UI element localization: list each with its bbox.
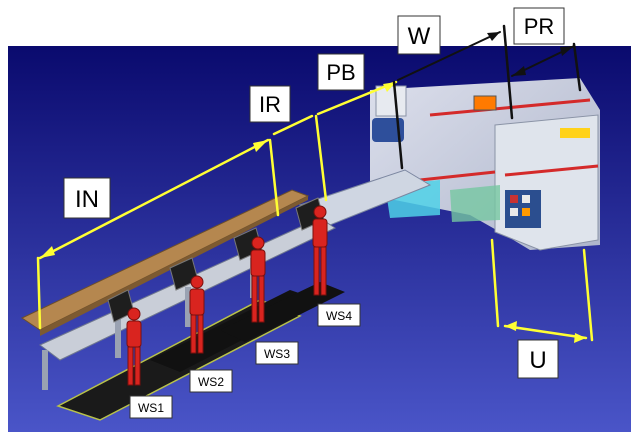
crash-test-dummy-icon bbox=[250, 236, 266, 323]
label-in-text: IN bbox=[75, 186, 99, 213]
label-ws4-text: WS4 bbox=[326, 309, 352, 323]
label-ws3: WS3 bbox=[255, 341, 299, 365]
label-in: IN bbox=[63, 177, 111, 219]
label-ws3-text: WS3 bbox=[264, 347, 290, 361]
label-ws2-text: WS2 bbox=[198, 375, 224, 389]
label-pr: PR bbox=[513, 7, 565, 45]
crash-test-dummy-icon bbox=[312, 205, 328, 296]
crash-test-dummy-icon bbox=[126, 307, 142, 386]
label-pr-text: PR bbox=[524, 14, 555, 39]
dimension-lines bbox=[36, 24, 594, 343]
label-pb-text: PB bbox=[326, 60, 355, 85]
label-ir-text: IR bbox=[259, 92, 281, 117]
label-w: W bbox=[397, 15, 441, 55]
label-u: U bbox=[517, 339, 559, 379]
label-u-text: U bbox=[529, 347, 546, 374]
worker-figures bbox=[126, 205, 328, 386]
label-w-text: W bbox=[408, 23, 431, 50]
label-ws1-text: WS1 bbox=[138, 401, 164, 415]
label-ws1: WS1 bbox=[129, 395, 173, 419]
label-ws4: WS4 bbox=[317, 303, 361, 327]
label-ir: IR bbox=[249, 85, 291, 123]
production-machine-icon bbox=[370, 78, 600, 251]
label-ws2: WS2 bbox=[189, 369, 233, 393]
label-pb: PB bbox=[317, 53, 365, 91]
crash-test-dummy-icon bbox=[189, 275, 205, 354]
